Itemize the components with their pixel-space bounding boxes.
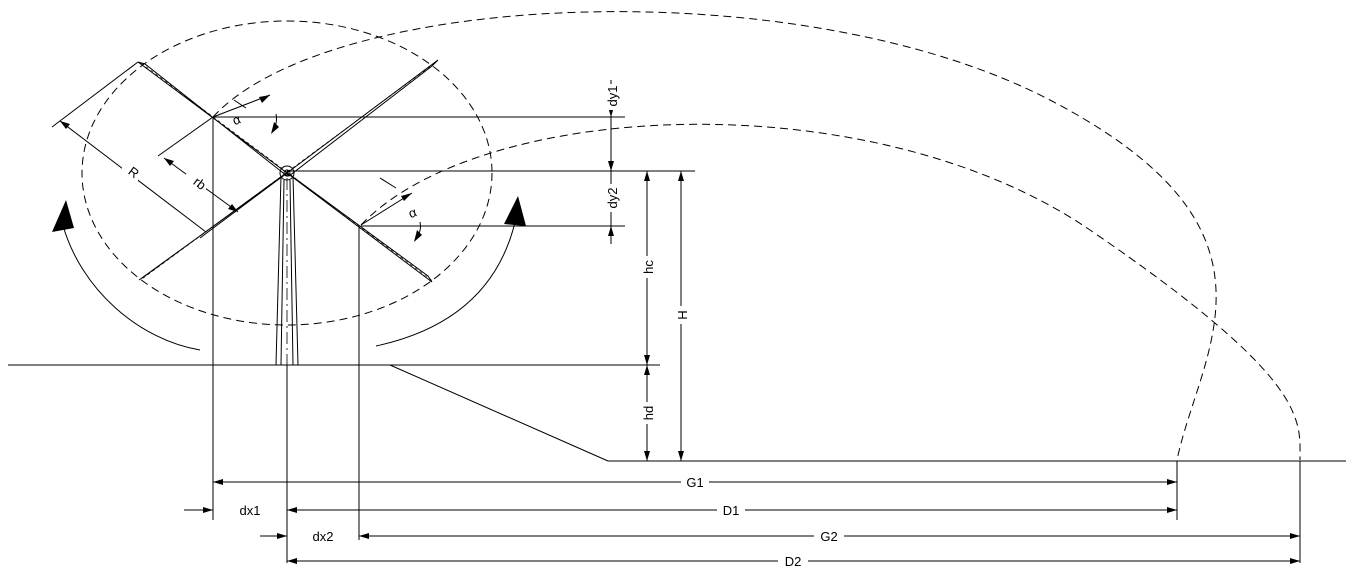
label-hc: hc xyxy=(641,260,656,274)
trajectory-g1 xyxy=(212,11,1217,461)
rotation-arc-left xyxy=(61,221,201,351)
rotation-arrow-right-icon xyxy=(504,196,526,226)
label-dy2: dy2 xyxy=(605,188,620,209)
label-D1: D1 xyxy=(723,503,740,518)
label-H: H xyxy=(675,310,690,319)
hub xyxy=(279,165,295,181)
label-D2: D2 xyxy=(785,554,802,567)
label-dy1: dy1 xyxy=(605,86,620,107)
label-G1: G1 xyxy=(686,475,703,490)
tower xyxy=(275,175,299,366)
label-alpha-bottom: α xyxy=(406,204,419,221)
label-G2: G2 xyxy=(820,529,837,544)
dim-R-ext-bottom xyxy=(199,172,288,239)
rotation-arc-right xyxy=(375,217,517,347)
label-dx1: dx1 xyxy=(240,503,261,518)
hub-inner xyxy=(283,169,291,177)
label-alpha-top: α xyxy=(230,111,243,128)
ground-slope xyxy=(389,364,609,462)
label-hd: hd xyxy=(641,406,656,420)
rotor-sweep-ellipse xyxy=(81,20,493,326)
dim-rb-ext xyxy=(157,116,214,157)
rotation-arrow-left-icon xyxy=(52,200,74,232)
dim-R-ext-top xyxy=(51,61,139,128)
label-dx2: dx2 xyxy=(313,529,334,544)
trajectory-g2 xyxy=(360,123,1301,461)
